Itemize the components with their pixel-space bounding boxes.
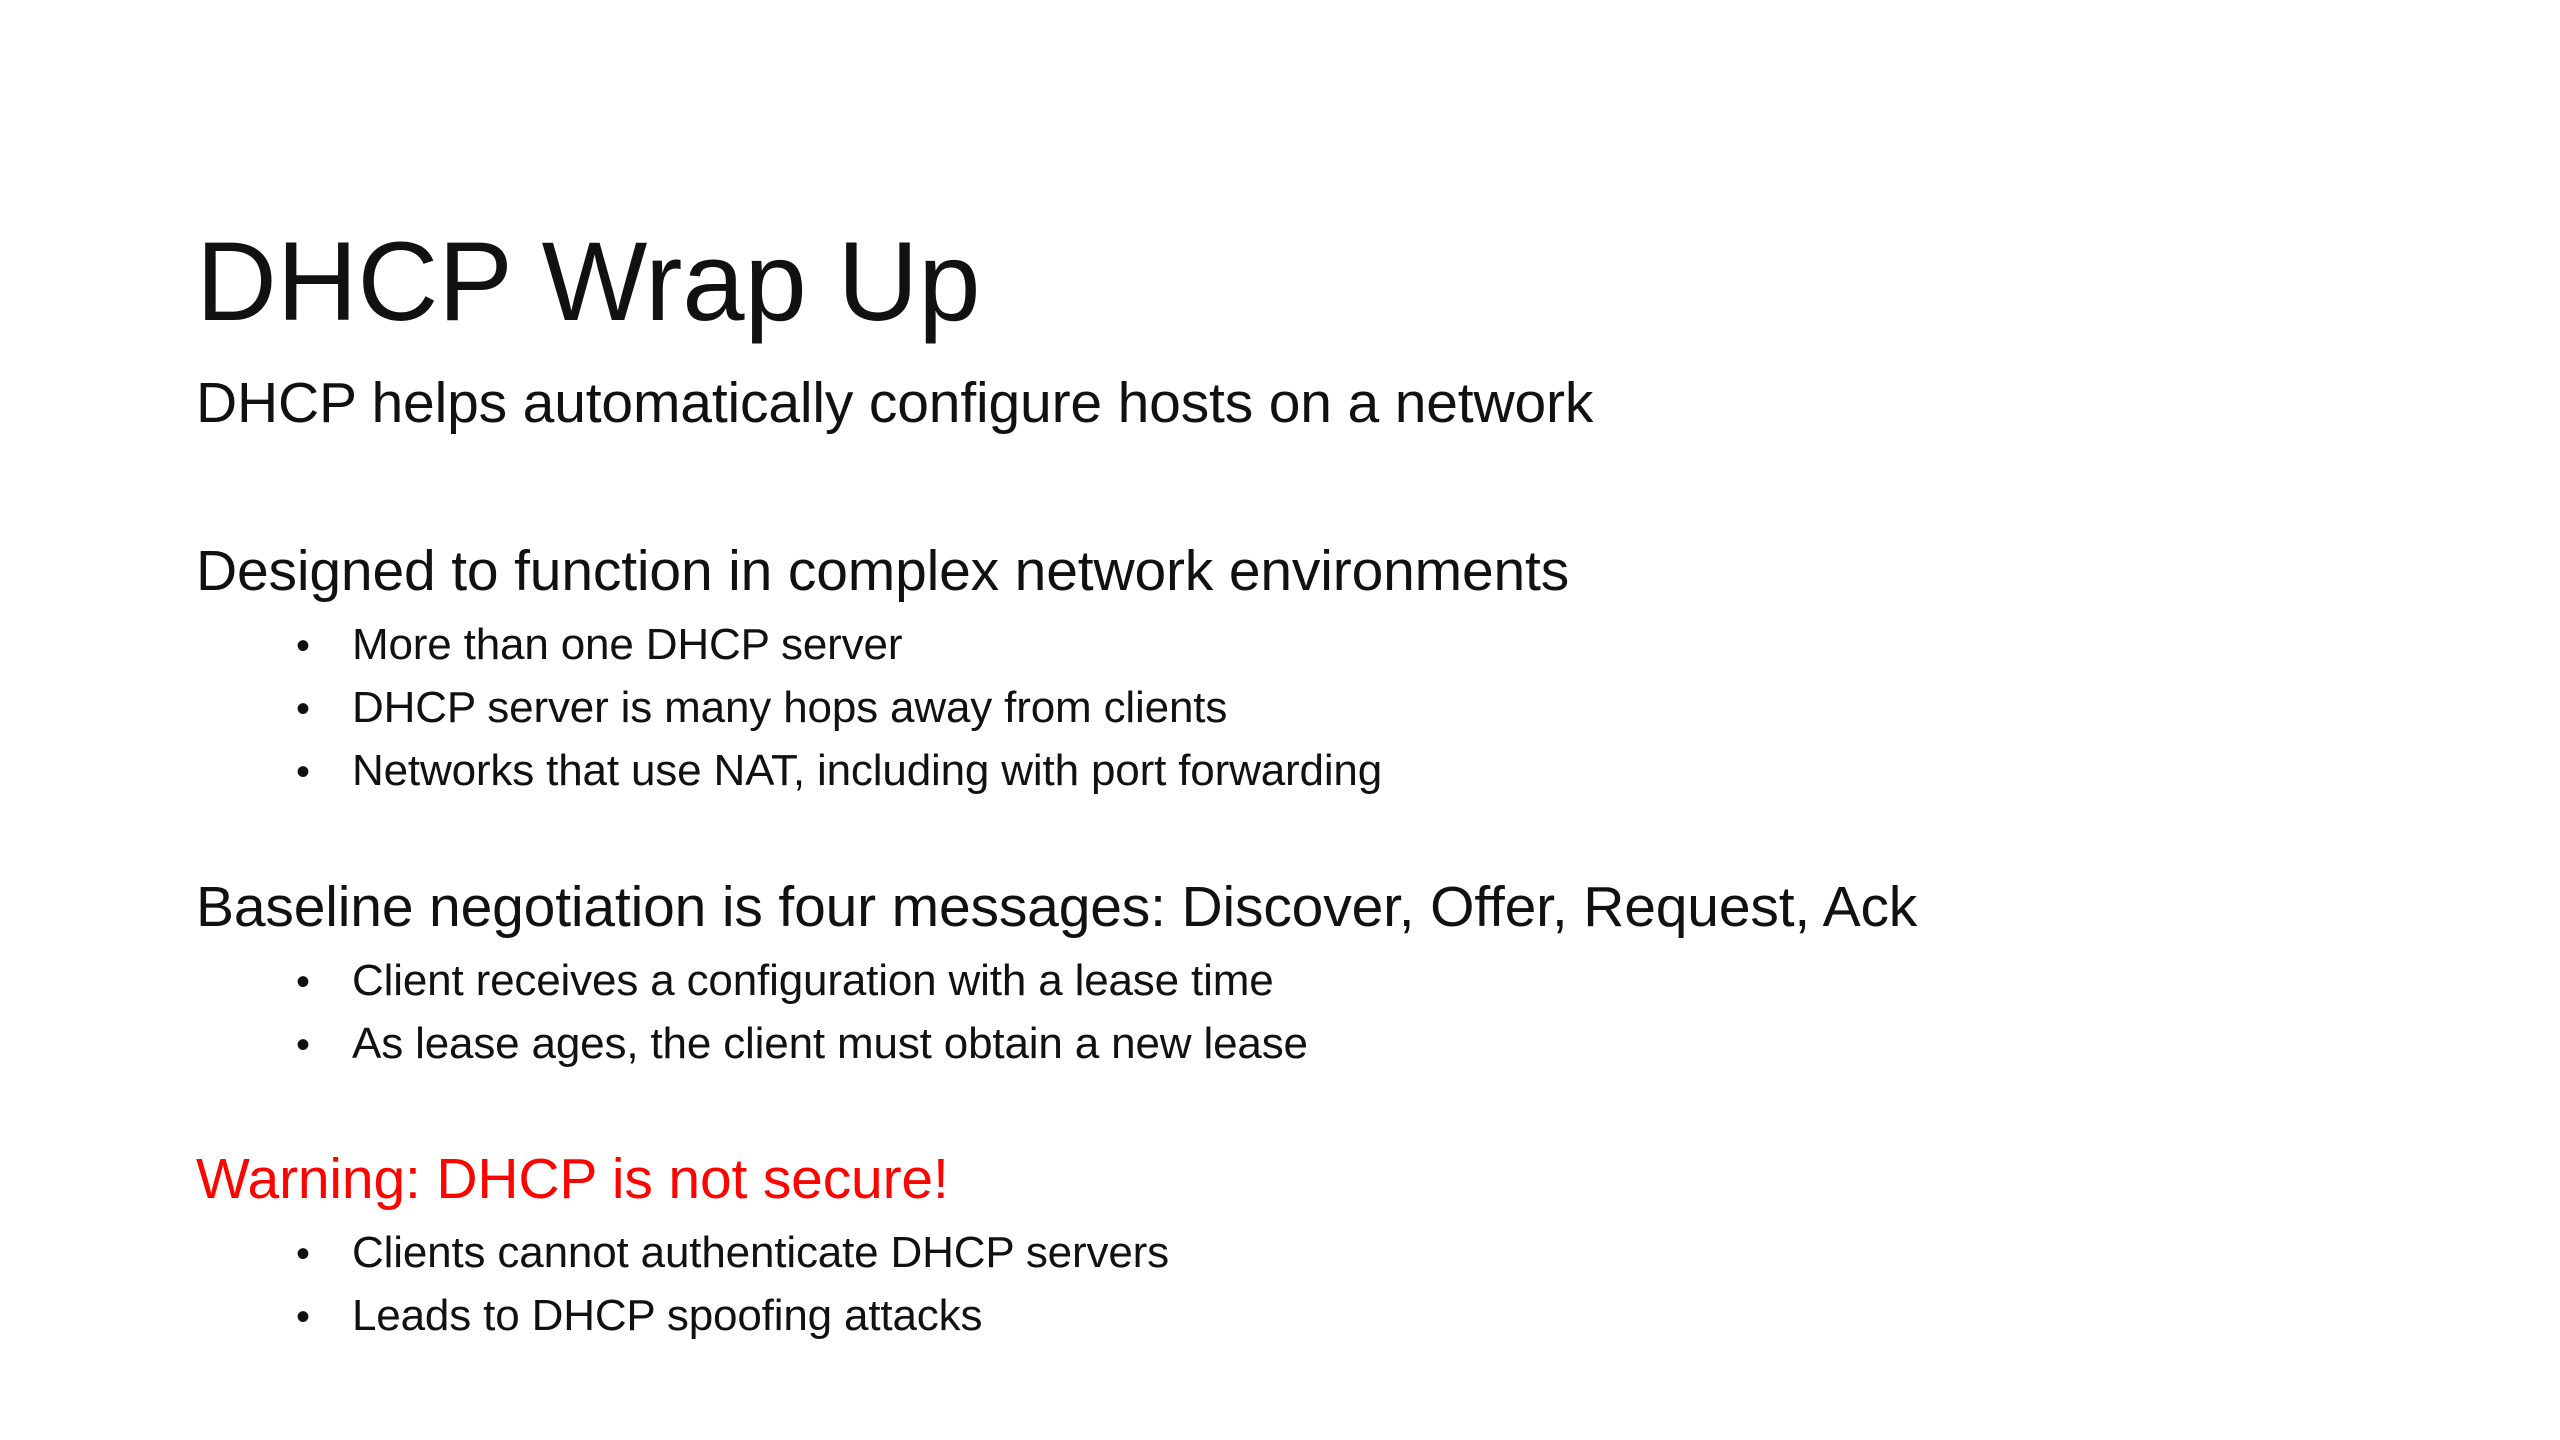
bullet-marker: •	[296, 687, 310, 731]
bullet-marker: •	[296, 1232, 310, 1276]
section-heading: Designed to function in complex network …	[196, 539, 1570, 603]
bullet-item: • Networks that use NAT, including with p…	[296, 740, 2480, 803]
bullet-item: • More than one DHCP server	[296, 614, 2480, 677]
bullet-text: As lease ages, the client must obtain a …	[352, 1019, 1308, 1068]
bullet-list: • Client receives a configuration with a …	[196, 950, 2480, 1076]
section-dhcp-overview: DHCP helps automatically configure hosts…	[196, 368, 2480, 438]
bullet-text: More than one DHCP server	[352, 620, 903, 669]
bullet-item: • DHCP server is many hops away from clie…	[296, 677, 2480, 740]
bullet-marker: •	[296, 1023, 310, 1067]
bullet-text: Leads to DHCP spoofing attacks	[352, 1291, 983, 1340]
bullet-list: • More than one DHCP server • DHCP server …	[196, 614, 2480, 803]
bullet-item: • Client receives a configuration with a …	[296, 950, 2480, 1013]
section-heading: DHCP helps automatically configure hosts…	[196, 371, 1594, 435]
bullet-marker: •	[296, 1295, 310, 1339]
slide-title: DHCP Wrap Up	[196, 219, 981, 345]
warning-heading: Warning: DHCP is not secure!	[196, 1147, 949, 1211]
section-baseline-negotiation: Baseline negotiation is four messages: D…	[196, 872, 2480, 1076]
bullet-item: • Leads to DHCP spoofing attacks	[296, 1285, 2480, 1348]
section-security-warning: Warning: DHCP is not secure! • Clients ca…	[196, 1144, 2480, 1348]
bullet-list: • Clients cannot authenticate DHCP server…	[196, 1222, 2480, 1348]
bullet-text: Networks that use NAT, including with po…	[352, 746, 1383, 795]
bullet-marker: •	[296, 750, 310, 794]
bullet-item: • As lease ages, the client must obtain a…	[296, 1013, 2480, 1076]
bullet-text: Clients cannot authenticate DHCP servers	[352, 1228, 1169, 1277]
section-complex-environments: Designed to function in complex network …	[196, 536, 2480, 803]
bullet-text: DHCP server is many hops away from clien…	[352, 683, 1228, 732]
bullet-item: • Clients cannot authenticate DHCP server…	[296, 1222, 2480, 1285]
bullet-marker: •	[296, 624, 310, 668]
bullet-marker: •	[296, 960, 310, 1004]
section-heading: Baseline negotiation is four messages: D…	[196, 875, 1918, 939]
bullet-text: Client receives a configuration with a l…	[352, 956, 1274, 1005]
